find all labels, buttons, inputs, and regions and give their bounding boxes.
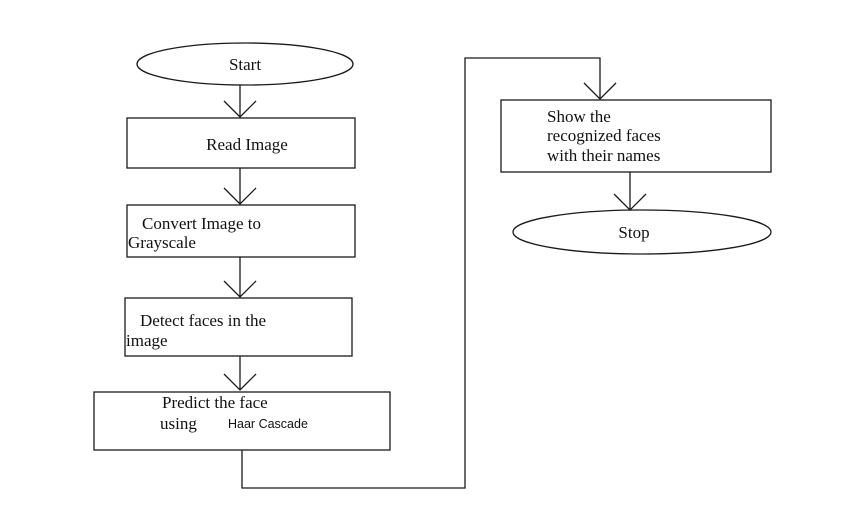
read-image-node: Read Image	[126, 117, 356, 169]
show-faces-node: Show the recognized faces with their nam…	[500, 99, 772, 173]
detect-label-line1: Detect faces in the	[140, 311, 266, 330]
show-label-line2: recognized faces	[547, 126, 661, 145]
detect-faces-node: Detect faces in the image	[124, 297, 353, 357]
arrow-start-to-read	[223, 85, 257, 118]
stop-label: Stop	[618, 223, 649, 242]
predict-label-line2-prefix: using	[160, 414, 197, 433]
detect-label-line2: image	[126, 331, 168, 350]
connector-predict-to-show	[241, 57, 617, 489]
predict-label-line1: Predict the face	[162, 393, 268, 412]
arrow-convert-to-detect	[223, 257, 257, 298]
arrow-detect-to-predict	[223, 356, 257, 391]
convert-grayscale-node: Convert Image to Grayscale	[126, 204, 356, 258]
convert-label-line2: Grayscale	[128, 233, 196, 252]
stop-node: Stop	[512, 209, 772, 255]
show-label-line1: Show the	[547, 107, 611, 126]
start-label: Start	[229, 55, 261, 74]
arrow-show-to-stop	[613, 172, 647, 211]
read-image-label: Read Image	[206, 135, 288, 154]
show-label-line3: with their names	[547, 146, 660, 165]
arrow-read-to-convert	[223, 168, 257, 205]
predict-face-node: Predict the face using Haar Cascade	[93, 391, 391, 451]
predict-label-line2-method: Haar Cascade	[228, 417, 308, 431]
start-node: Start	[136, 42, 354, 86]
convert-label-line1: Convert Image to	[142, 214, 261, 233]
